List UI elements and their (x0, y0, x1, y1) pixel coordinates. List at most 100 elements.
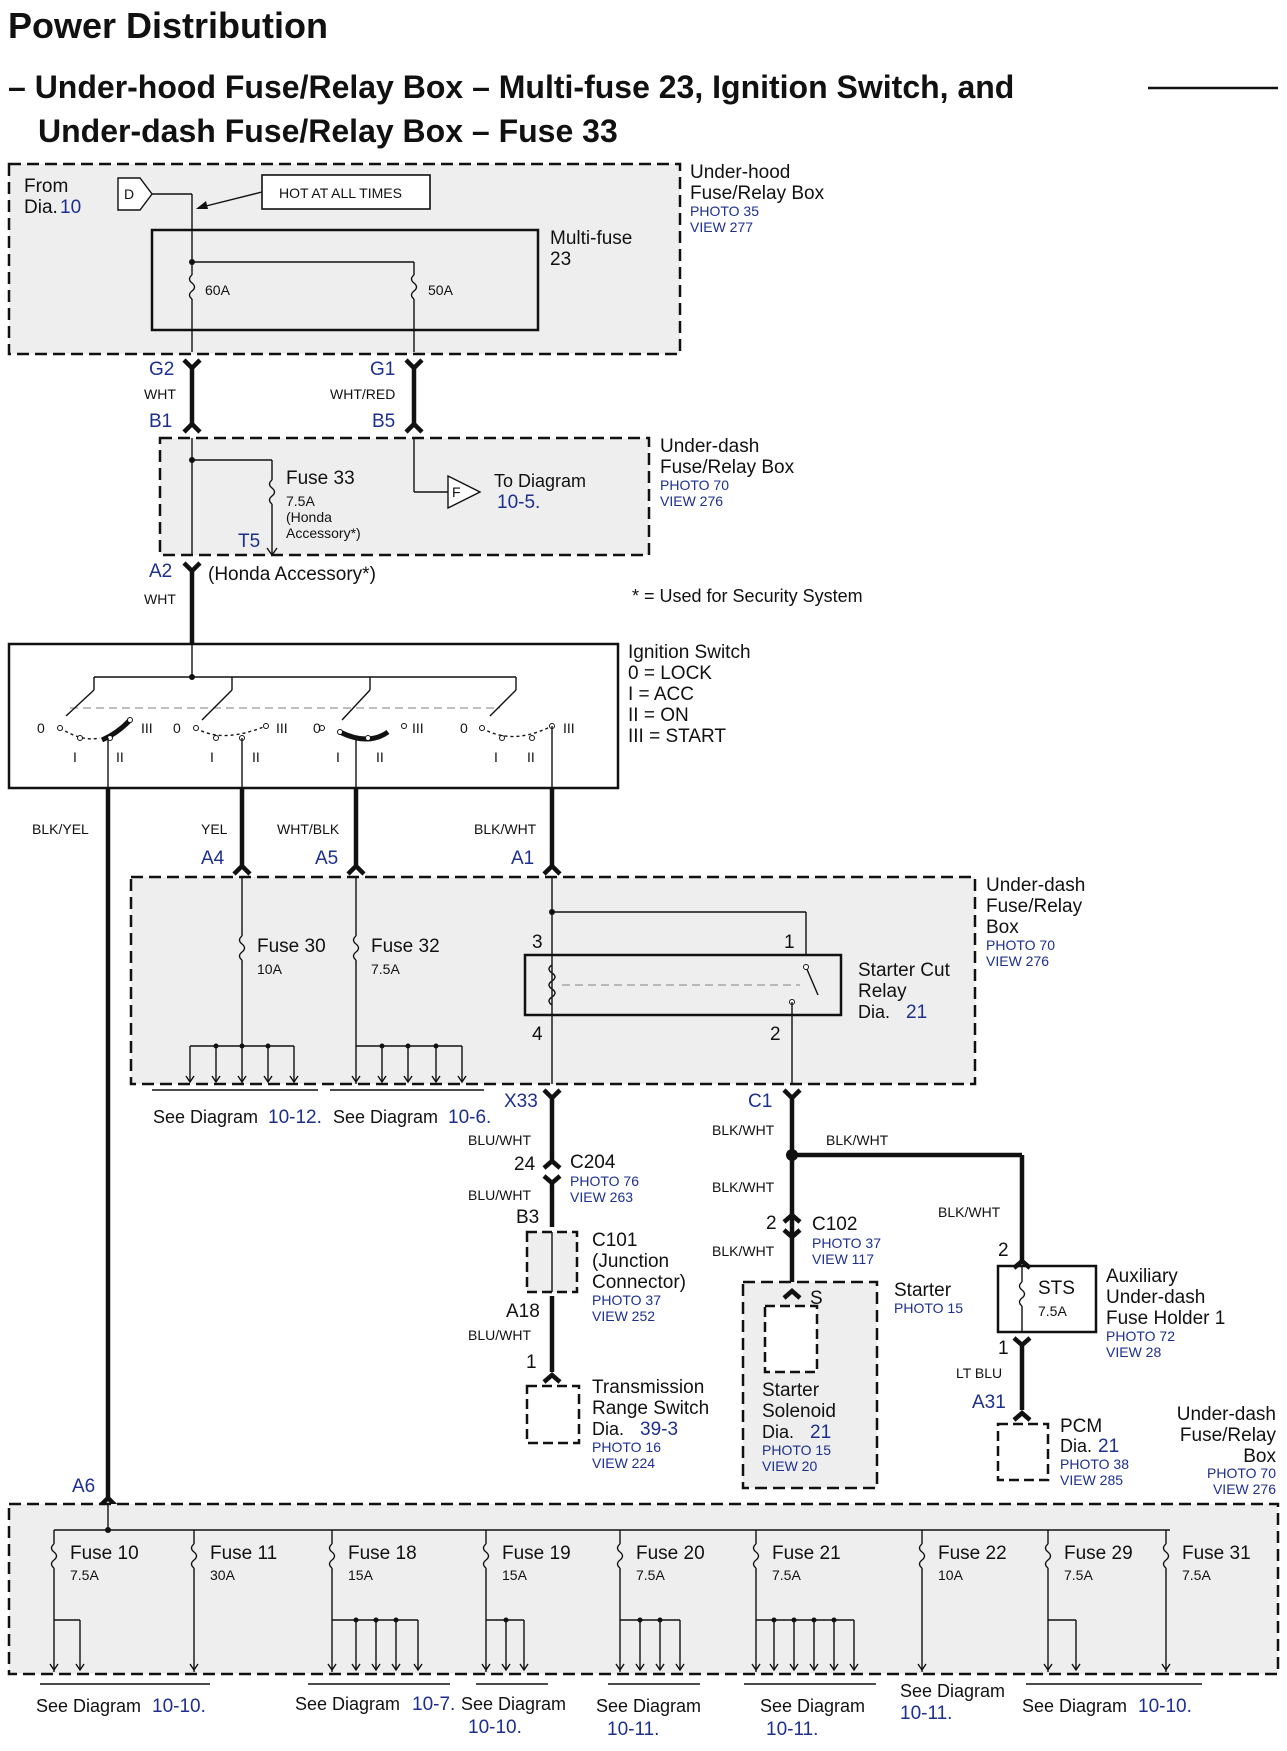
underdash-box2-label-3: Box (986, 917, 1019, 938)
underdash-box1-label-2: Fuse/Relay Box (660, 457, 795, 478)
pcm-dia-link[interactable]: 21 (1098, 1436, 1119, 1457)
conn-x33-symbol (542, 1088, 562, 1102)
c102-view[interactable]: VIEW 117 (812, 1251, 874, 1267)
bottom-fuse-branch-arrow (501, 1663, 511, 1672)
starter-photo[interactable]: PHOTO 15 (894, 1300, 963, 1316)
pcm-view[interactable]: VIEW 285 (1060, 1472, 1123, 1488)
fuse-30-rating: 10A (257, 961, 283, 977)
see-diagram-bottom-4-link[interactable]: 10-11. (607, 1719, 659, 1740)
wire-label-blk-wht-2: BLK/WHT (712, 1122, 775, 1138)
c101-view[interactable]: VIEW 252 (592, 1308, 655, 1324)
transmission-range-switch (525, 1384, 581, 1445)
underdash-box3-view[interactable]: VIEW 276 (1213, 1481, 1276, 1497)
connector-d-symbol (117, 177, 153, 211)
c101-photo[interactable]: PHOTO 37 (592, 1292, 661, 1308)
pcm-photo[interactable]: PHOTO 38 (1060, 1456, 1129, 1472)
ign-legend-on: II = ON (628, 705, 689, 726)
bottom-fuse-name: Fuse 19 (502, 1543, 571, 1564)
see-diagram-bottom-2-link[interactable]: 10-7. (412, 1694, 455, 1715)
underdash-box1-label: Under-dash (660, 436, 759, 457)
underhood-box-view[interactable]: VIEW 277 (690, 219, 753, 235)
bottom-fuse-branch-arrow (1161, 1663, 1171, 1672)
aux-photo[interactable]: PHOTO 72 (1106, 1328, 1175, 1344)
bottom-fuse-symbol (616, 1543, 624, 1569)
sts-pin-bot: 1 (998, 1338, 1009, 1359)
relay-contact-node-1 (803, 964, 809, 970)
bottom-fuse-branch-arrow (519, 1663, 529, 1672)
c102-pin: 2 (766, 1213, 777, 1234)
trs-dia-link[interactable]: 39-3 (640, 1419, 678, 1440)
ign-pos-2-c: II (376, 749, 384, 765)
trs-view[interactable]: VIEW 224 (592, 1455, 655, 1471)
underhood-box-photo[interactable]: PHOTO 35 (690, 203, 759, 219)
see-diagram-1012-link[interactable]: 10-12. (268, 1107, 322, 1128)
starter-dia-label: Dia. (762, 1422, 794, 1442)
c102-photo[interactable]: PHOTO 37 (812, 1235, 881, 1251)
bottom-fuse-branch-arrow (789, 1663, 799, 1672)
starter-solenoid-label: Starter (762, 1380, 820, 1401)
ignition-switch-box (7, 642, 620, 790)
conn-b1-symbol (182, 420, 202, 434)
bottom-fuse-branch-node (353, 1617, 359, 1623)
c204-view[interactable]: VIEW 263 (570, 1189, 633, 1205)
c204-photo[interactable]: PHOTO 76 (570, 1173, 639, 1189)
connector-d-label: D (124, 186, 134, 202)
ignition-pole-2 (193, 677, 269, 741)
c101-line2: (Junction (592, 1251, 669, 1272)
to-diagram-link[interactable]: 10-5. (497, 492, 540, 513)
underdash-box1-view[interactable]: VIEW 276 (660, 493, 723, 509)
see-diagram-bottom-1-link[interactable]: 10-10. (152, 1696, 206, 1717)
conn-b5: B5 (372, 411, 395, 432)
bottom-fuse-branch-arrow (75, 1663, 85, 1672)
see-diagram-bottom-3-link[interactable]: 10-10. (468, 1717, 522, 1738)
see-diagram-bottom-7-link[interactable]: 10-10. (1138, 1696, 1192, 1717)
wire-label-blk-yel: BLK/YEL (32, 821, 89, 837)
wire-label-wht-blk: WHT/BLK (277, 821, 340, 837)
conn-c1-symbol (782, 1088, 802, 1102)
aux-view[interactable]: VIEW 28 (1106, 1344, 1161, 1360)
starter-dia-link[interactable]: 21 (810, 1422, 831, 1443)
wire-label-wht: WHT (144, 386, 176, 402)
bottom-fuse-rating: 7.5A (1182, 1567, 1211, 1583)
bottom-fuse-symbol (328, 1543, 336, 1569)
conn-t5: T5 (238, 531, 260, 552)
conn-a5: A5 (315, 848, 338, 869)
underdash-box2-photo[interactable]: PHOTO 70 (986, 937, 1055, 953)
t5-arrow (266, 547, 278, 557)
see-diagram-bottom-6-link[interactable]: 10-11. (900, 1703, 952, 1724)
multifuse-label: Multi-fuse (550, 228, 632, 249)
bottom-fuse-branch-arrow (655, 1663, 665, 1672)
see-diagram-bottom-5-link[interactable]: 10-11. (766, 1719, 818, 1740)
branches-fuse32 (351, 1043, 467, 1084)
ignition-switch-title: Ignition Switch (628, 642, 751, 663)
starter-view[interactable]: VIEW 20 (762, 1458, 817, 1474)
ign-pos-0-b: 0 (173, 720, 181, 736)
see-diagram-bottom-2-label: See Diagram (295, 1694, 400, 1714)
bottom-fuse-branch-arrow (751, 1663, 761, 1672)
starter-conn-symbol (782, 1288, 802, 1300)
conn-g2: G2 (149, 359, 174, 380)
c204-symbol-top (542, 1158, 562, 1170)
bottom-fuse-branch-node (771, 1617, 777, 1623)
from-dia-link[interactable]: 10 (60, 197, 81, 218)
relay-contact (805, 966, 819, 996)
underdash-box3-photo[interactable]: PHOTO 70 (1207, 1465, 1276, 1481)
bottom-fuse-rating: 7.5A (636, 1567, 665, 1583)
pcm-dia-label: Dia. (1060, 1436, 1092, 1456)
ign-pos-2-b: II (252, 749, 260, 765)
relay-label: Starter Cut (858, 960, 951, 981)
honda-accessory-label: (Honda Accessory*) (208, 564, 376, 585)
underdash-box2-view[interactable]: VIEW 276 (986, 953, 1049, 969)
trs-photo[interactable]: PHOTO 16 (592, 1439, 661, 1455)
see-diagram-106-link[interactable]: 10-6. (448, 1107, 491, 1128)
bottom-fuse-branch-arrow (327, 1663, 337, 1672)
conn-g1: G1 (370, 359, 395, 380)
ign-pos-1-d: I (494, 749, 498, 765)
underdash-box1-photo[interactable]: PHOTO 70 (660, 477, 729, 493)
starter-photo-2[interactable]: PHOTO 15 (762, 1442, 831, 1458)
bottom-fuse-branch-arrow (635, 1663, 645, 1672)
ignition-pole-4 (479, 677, 555, 741)
relay-dia-link[interactable]: 21 (906, 1002, 927, 1023)
trs-label-2: Range Switch (592, 1398, 709, 1419)
